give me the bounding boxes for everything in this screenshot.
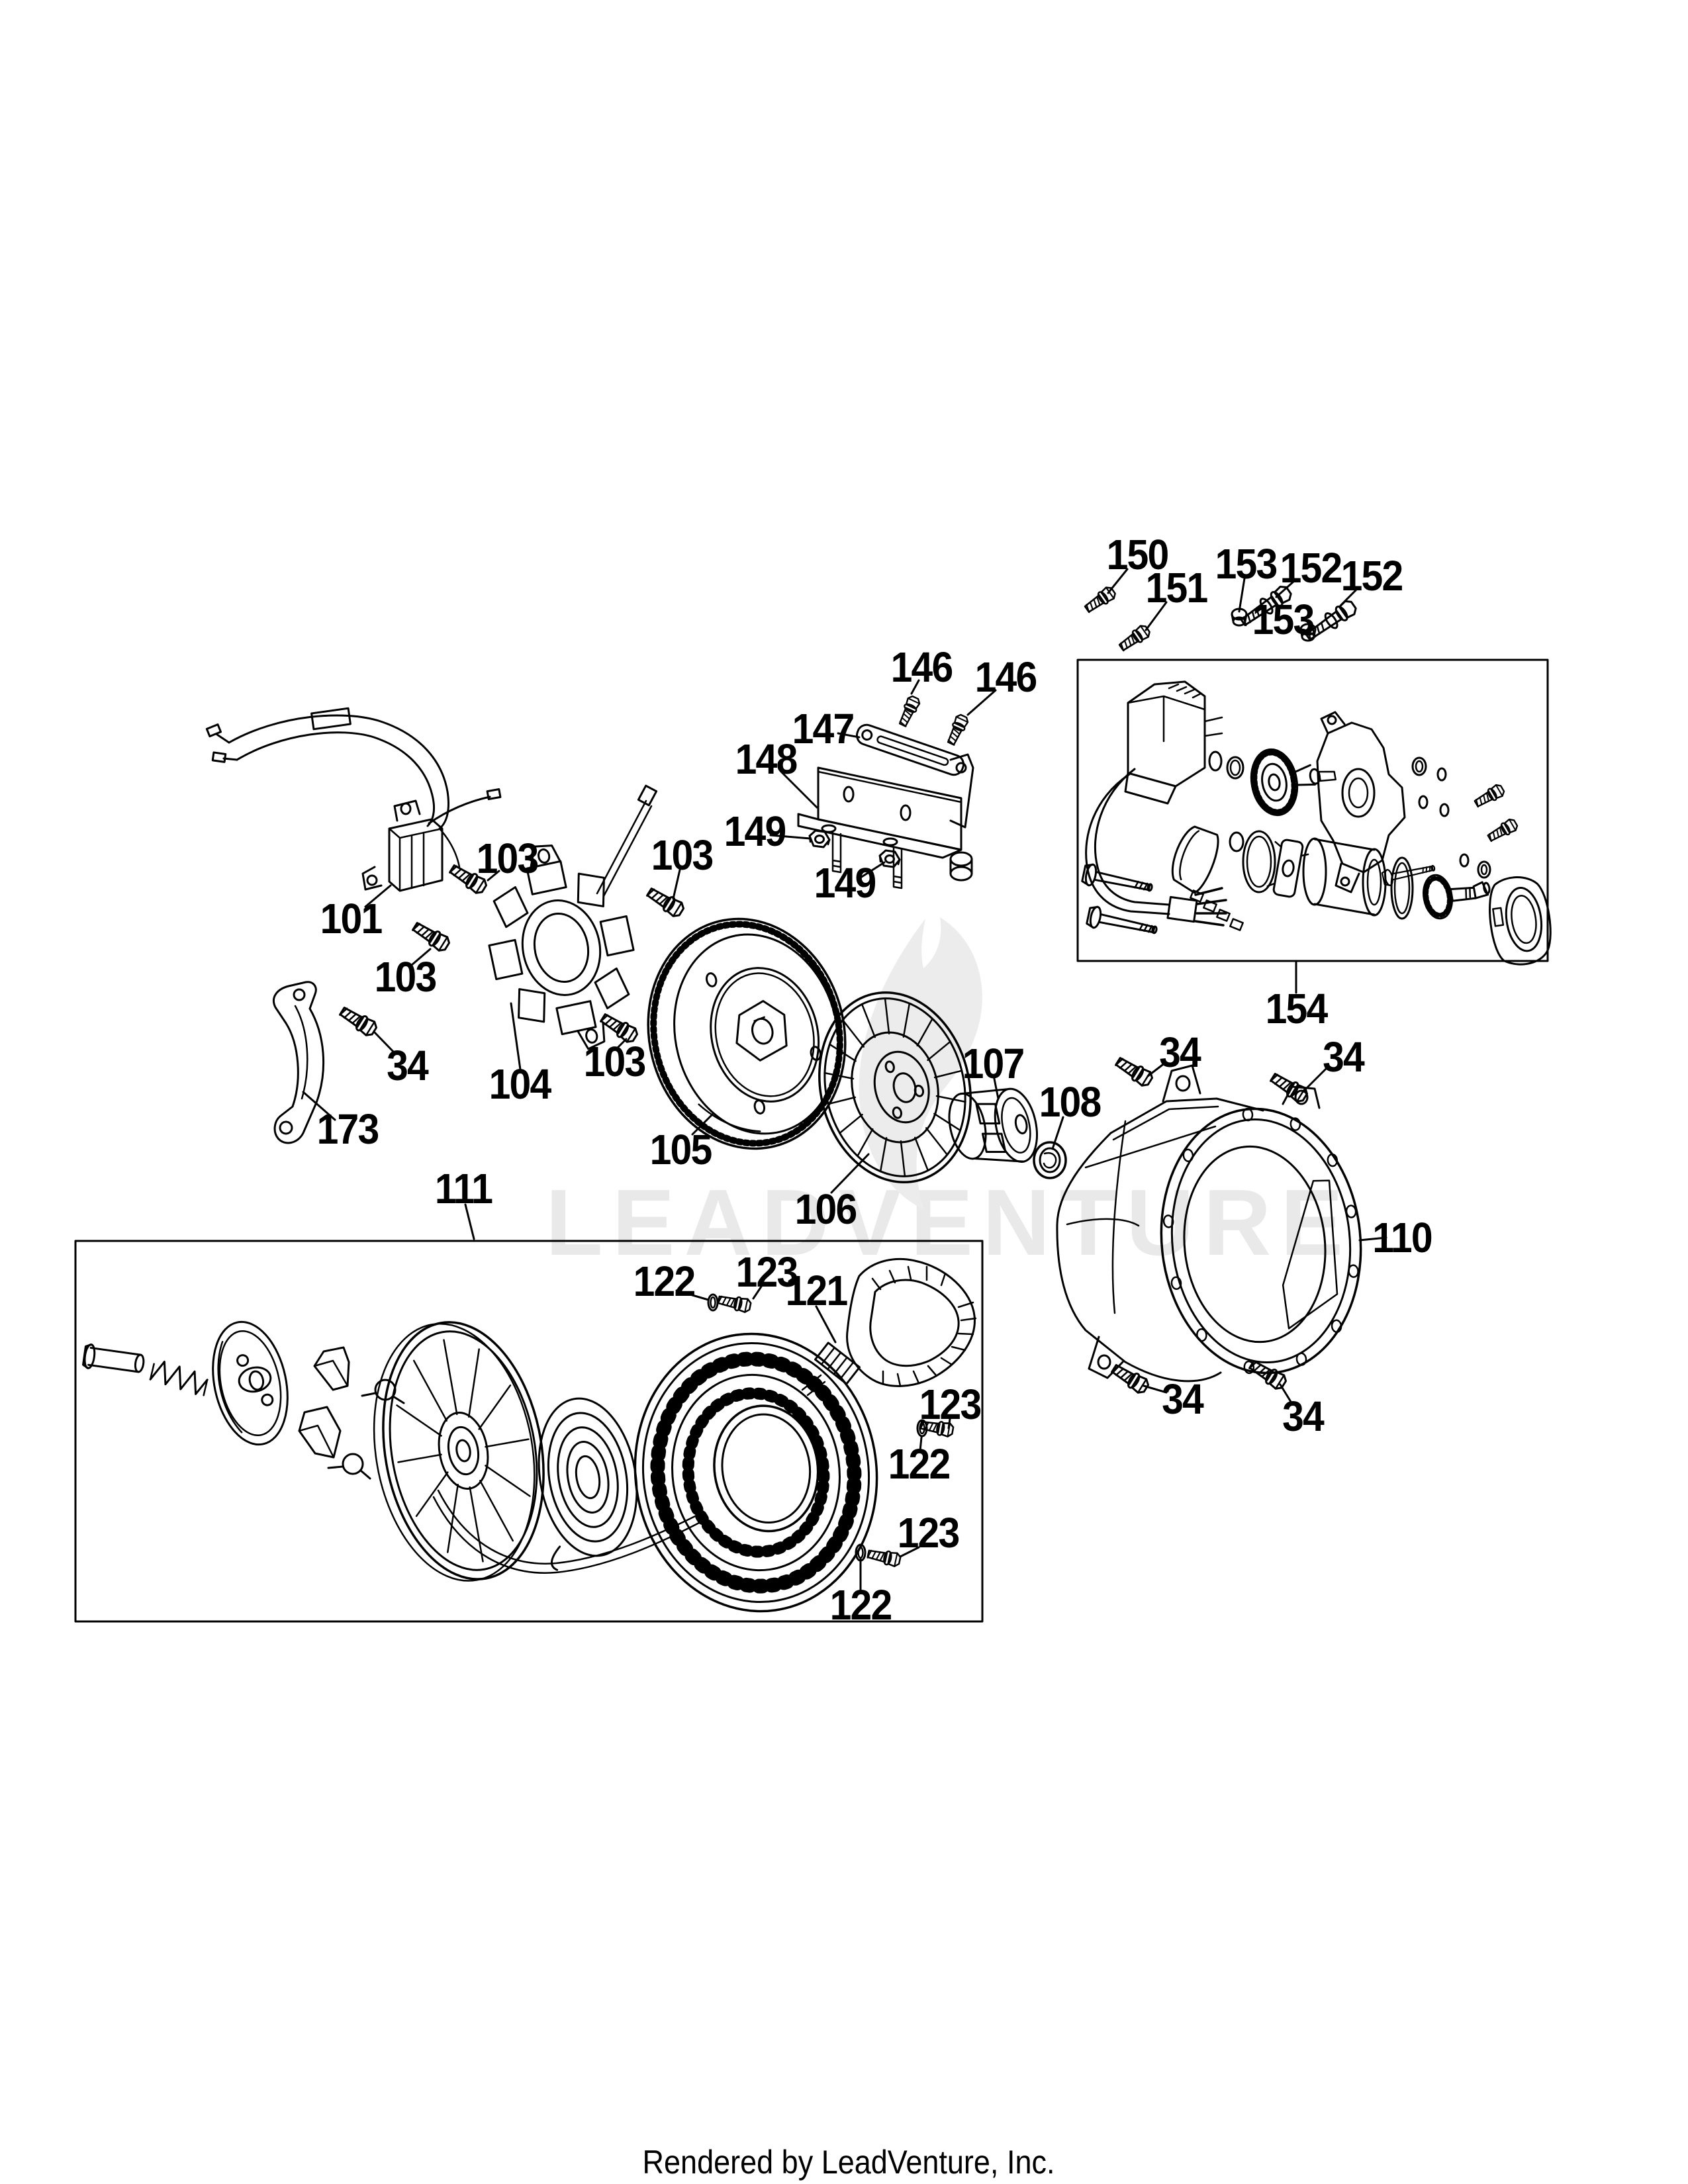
starter-pin <box>82 1343 145 1373</box>
electric-starter-drawing <box>1080 680 1552 966</box>
part-label-101: 101 <box>320 895 383 942</box>
ignition-coil-drawing <box>205 707 502 892</box>
starter-motor-can <box>1302 837 1387 917</box>
drive-pinion <box>1423 874 1491 920</box>
part-label-154: 154 <box>1265 985 1329 1032</box>
blower-housing-drawing <box>1056 1064 1362 1383</box>
part-label-146: 146 <box>974 653 1038 701</box>
part-label-149: 149 <box>814 859 877 907</box>
part-label-122: 122 <box>829 1581 893 1629</box>
part-label-123: 123 <box>735 1248 799 1296</box>
pull-rope <box>432 1489 702 1574</box>
part-label-107: 107 <box>962 1040 1025 1087</box>
part-label-123: 123 <box>919 1381 982 1428</box>
part-label-34: 34 <box>1282 1392 1325 1440</box>
part-label-108: 108 <box>1039 1078 1102 1126</box>
part-label-106: 106 <box>794 1185 858 1233</box>
starter-spring <box>149 1361 209 1396</box>
part-label-103: 103 <box>583 1038 647 1085</box>
part-label-122: 122 <box>888 1440 951 1488</box>
part-label-153: 153 <box>1252 596 1315 643</box>
part-label-146: 146 <box>890 643 954 691</box>
starter-small-hardware <box>1381 756 1520 887</box>
starter-end-cover <box>1489 876 1552 966</box>
part-label-104: 104 <box>489 1060 552 1108</box>
grommet-drawing <box>1033 1141 1067 1179</box>
recoil-pulley <box>373 1321 545 1582</box>
part-label-103: 103 <box>374 953 438 1001</box>
starter-mount-bracket <box>1316 711 1406 893</box>
part-label-152: 152 <box>1340 552 1404 600</box>
part-label-111: 111 <box>434 1165 493 1212</box>
flywheel-fan-drawing <box>818 991 972 1184</box>
part-label-151: 151 <box>1145 564 1209 612</box>
starter-solenoid <box>1085 680 1227 927</box>
part-label-149: 149 <box>724 807 787 855</box>
side-bracket-drawing <box>273 981 325 1144</box>
part-label-103: 103 <box>651 831 714 879</box>
part-label-150: 150 <box>1106 531 1170 578</box>
part-label-34: 34 <box>1162 1375 1204 1423</box>
part-label-105: 105 <box>649 1126 713 1173</box>
part-label-121: 121 <box>785 1267 849 1314</box>
part-label-34: 34 <box>1159 1028 1201 1076</box>
recoil-starter-drawing <box>82 1257 977 1613</box>
part-label-34: 34 <box>387 1042 429 1089</box>
recoil-starter-group-box <box>74 1240 984 1623</box>
leadventure-watermark-text: LEADVENTURE <box>545 1170 1353 1275</box>
part-label-34: 34 <box>1323 1033 1365 1081</box>
recoil-cover <box>633 1332 878 1613</box>
part-label-148: 148 <box>735 735 798 783</box>
part-label-122: 122 <box>633 1257 696 1305</box>
stator-drawing <box>488 784 658 1050</box>
starter-end-cap <box>1171 825 1244 931</box>
pawl-cam-plate <box>212 1320 289 1446</box>
part-label-173: 173 <box>316 1105 380 1153</box>
group-boxes <box>74 659 1549 1623</box>
starter-gear <box>1250 748 1336 817</box>
starter-cup-drawing <box>948 1087 1038 1163</box>
part-label-147: 147 <box>792 705 855 752</box>
starter-handle <box>801 1257 977 1396</box>
brush-plate <box>1266 839 1309 898</box>
footer-credit: Rendered by LeadVenture, Inc. <box>642 2144 1055 2181</box>
part-label-153: 153 <box>1215 540 1278 588</box>
watermark-flame <box>859 917 982 1210</box>
starter-bracket-drawing <box>797 723 974 889</box>
electric-starter-group-box <box>1076 659 1549 962</box>
part-label-103: 103 <box>476 835 539 882</box>
part-label-110: 110 <box>1372 1214 1432 1261</box>
flywheel-drawing <box>647 917 847 1150</box>
part-label-123: 123 <box>897 1509 961 1557</box>
part-label-152: 152 <box>1280 544 1343 592</box>
